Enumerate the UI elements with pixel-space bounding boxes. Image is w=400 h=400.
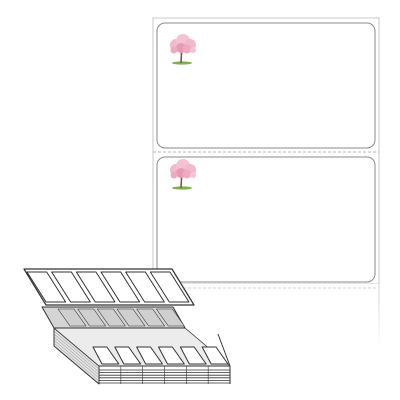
fanfold-middle-label — [156, 308, 185, 327]
fanfold-middle-label — [97, 308, 126, 327]
fanfold-label-stack — [23, 268, 231, 385]
cherry-blossom-tree-icon — [170, 159, 196, 190]
stack-layer-edge — [53, 333, 100, 373]
fanfold-top-label — [75, 271, 116, 303]
fanfold-front-label — [158, 346, 185, 365]
fanfold-top-label — [149, 271, 190, 303]
stack-layer-edge — [53, 336, 100, 376]
stack-right-edge — [217, 333, 231, 367]
stack-layer-edge — [53, 330, 100, 370]
fanfold-middle-label — [77, 308, 106, 327]
stack-layer-edge — [53, 339, 100, 379]
fanfold-front-label — [201, 346, 229, 365]
label-outline — [156, 22, 376, 149]
label-2 — [156, 156, 376, 283]
fanfold-front-label — [114, 346, 142, 365]
fanfold-front-label — [179, 346, 207, 365]
fanfold-front-label — [92, 346, 120, 365]
fanfold-top-label — [51, 271, 91, 303]
fanfold-top-label — [100, 271, 141, 303]
fanfold-middle-label — [116, 308, 146, 327]
fanfold-front-label — [136, 346, 163, 365]
label-outline — [156, 156, 376, 283]
fanfold-top-label — [125, 271, 165, 303]
fanfold-middle-label — [57, 308, 87, 327]
label-1 — [156, 22, 376, 149]
stack-layer-edge — [53, 342, 100, 382]
cherry-blossom-tree-icon — [170, 34, 196, 65]
fanfold-middle-label — [136, 308, 165, 327]
fanfold-top-label — [26, 271, 67, 303]
